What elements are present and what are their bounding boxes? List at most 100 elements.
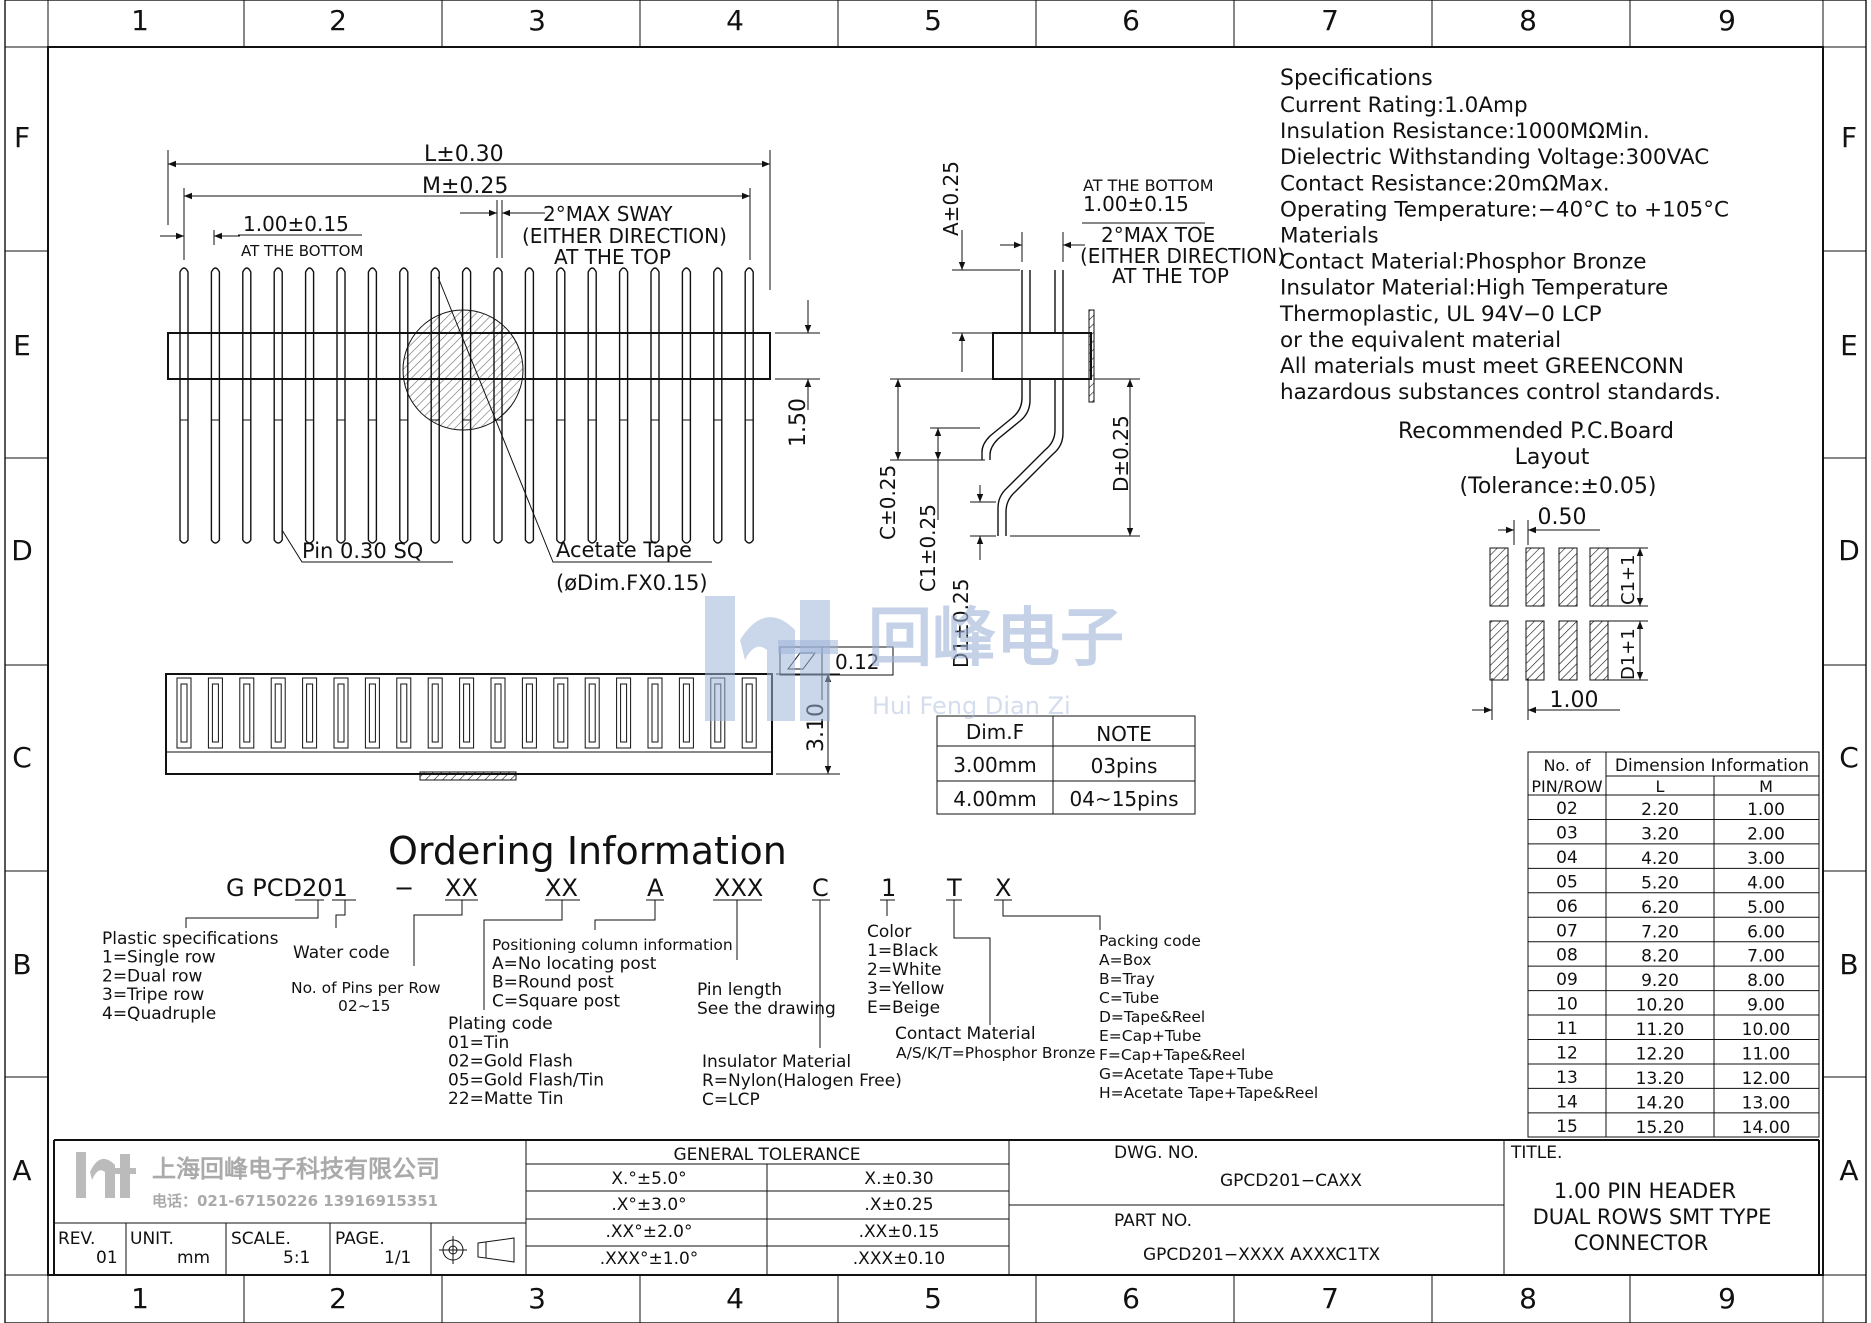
pcb-pad <box>1489 620 1509 681</box>
order-code-contact: T <box>946 874 962 902</box>
dimtab-l: 10.20 <box>1636 996 1685 1016</box>
zone-row-label: B <box>12 948 31 981</box>
zone-ticks <box>5 0 1866 1323</box>
page-label: PAGE. <box>335 1229 385 1249</box>
zone-col-label: 4 <box>726 1282 744 1315</box>
side-pitch-label: 1.00±0.15 <box>1083 192 1189 216</box>
dim-l-label: L±0.30 <box>424 142 504 167</box>
zone-row-label: D <box>1838 534 1860 567</box>
dimtab-pins: 08 <box>1556 946 1578 966</box>
toe-line-2: (EITHER DIRECTION) <box>1080 244 1285 268</box>
watermark-pinyin: Hui Feng Dian Zi <box>872 692 1071 720</box>
front-pins <box>179 267 754 544</box>
zone-col-label: 4 <box>726 4 744 37</box>
spec-line: Operating Temperature:−40°C to +105°C <box>1280 197 1729 222</box>
pcb-pad <box>1489 547 1509 607</box>
slot <box>553 677 569 749</box>
pcb-d1-label: D1+1 <box>1618 628 1639 680</box>
spec-heading: Specifications <box>1280 66 1433 91</box>
tolerance-title: GENERAL TOLERANCE <box>673 1145 860 1165</box>
pin <box>430 267 440 544</box>
order-pins-line: 02~15 <box>338 997 390 1015</box>
dimtab-l: 15.20 <box>1636 1118 1685 1138</box>
dimtab-pins: 11 <box>1556 1019 1578 1039</box>
watermark-cn: 回峰电子 <box>868 602 1124 676</box>
dimtab-m: 12.00 <box>1742 1069 1791 1089</box>
order-plastic-line: 1=Single row <box>102 948 216 968</box>
dim-m-label: M±0.25 <box>422 174 508 199</box>
zone-col-label: 1 <box>131 4 149 37</box>
dimf-cell: 03pins <box>1091 754 1158 778</box>
zone-col-label: 2 <box>329 1282 347 1315</box>
order-packing-line: A=Box <box>1099 951 1151 969</box>
dimtab-l: 3.20 <box>1641 824 1679 844</box>
order-color-line: E=Beige <box>867 998 940 1018</box>
order-length-line: Pin length <box>697 980 782 1000</box>
dimtab-pins: 10 <box>1556 995 1578 1015</box>
slot <box>207 677 223 749</box>
zone-row-label: A <box>1839 1154 1858 1187</box>
pin <box>304 267 315 544</box>
spec-line: Dielectric Withstanding Voltage:300VAC <box>1280 145 1709 170</box>
order-packing-line: G=Acetate Tape+Tube <box>1099 1065 1274 1083</box>
zone-row-label: F <box>14 121 30 154</box>
pin <box>493 267 503 544</box>
zone-row-label: E <box>1840 329 1858 362</box>
zone-col-label: 5 <box>924 4 942 37</box>
dimtab-m: 13.00 <box>1742 1093 1791 1113</box>
dimtab-pins: 04 <box>1556 848 1578 868</box>
dimtab-l: 13.20 <box>1636 1069 1685 1089</box>
dimtab-pins: 05 <box>1556 872 1578 892</box>
order-plastic-line: 4=Quadruple <box>102 1004 216 1024</box>
pcb-pad <box>1589 547 1609 607</box>
pin <box>587 267 597 544</box>
side-at-bottom: AT THE BOTTOM <box>1083 176 1214 195</box>
tolerance-angle: .X°±3.0° <box>611 1195 686 1215</box>
spec-line: Thermoplastic, UL 94V−0 LCP <box>1279 302 1602 327</box>
spec-line: Contact Resistance:20mΩMax. <box>1280 171 1610 196</box>
order-color-line: 3=Yellow <box>867 979 944 999</box>
specifications: Specifications Current Rating:1.0AmpInsu… <box>1279 66 1729 405</box>
order-plating-line: 01=Tin <box>448 1033 509 1053</box>
order-code-pins: XX <box>445 874 478 902</box>
zone-row-label: B <box>1839 948 1858 981</box>
dimtab-m: 1.00 <box>1747 800 1785 820</box>
dimf-header-2: NOTE <box>1096 722 1152 746</box>
dimtab-m: 5.00 <box>1747 898 1785 918</box>
order-code-insulator: C <box>812 874 829 902</box>
dimtab-l: 11.20 <box>1636 1020 1685 1040</box>
dimtab-m: 2.00 <box>1747 824 1785 844</box>
pin <box>399 267 409 544</box>
spec-line: Materials <box>1280 224 1379 249</box>
pcb-c1-label: C1+1 <box>1618 554 1639 605</box>
pin <box>650 267 660 544</box>
dim-a-label: A±0.25 <box>939 161 963 236</box>
dimtab-l: 12.20 <box>1636 1045 1685 1065</box>
zone-row-label: C <box>1839 741 1859 774</box>
spec-line: hazardous substances control standards. <box>1280 380 1721 405</box>
dimf-header-1: Dim.F <box>966 720 1024 744</box>
tape-dim: (øDim.FX0.15) <box>556 571 708 595</box>
spec-line: Current Rating:1.0Amp <box>1280 93 1528 118</box>
zone-col-label: 7 <box>1321 1282 1339 1315</box>
pcb-title-2: Layout <box>1515 445 1590 470</box>
slot <box>521 677 537 749</box>
pin <box>461 267 472 544</box>
zone-row-label: E <box>13 329 31 362</box>
order-color-line: 2=White <box>867 960 942 980</box>
pcb-row-label: 1.00 <box>1550 688 1599 713</box>
dimtab-pins: 13 <box>1556 1068 1578 1088</box>
tolerance-linear: X.±0.30 <box>864 1169 933 1189</box>
order-water: Water code <box>293 943 390 963</box>
dimension-table: No. of PIN/ROW Dimension Information L M… <box>1527 751 1820 1138</box>
order-plastic-line: 3=Tripe row <box>102 985 204 1005</box>
tolerance-linear: .XXX±0.10 <box>853 1249 945 1269</box>
page-value: 1/1 <box>384 1248 411 1268</box>
order-plastic-line: Plastic specifications <box>102 929 279 949</box>
zone-row-label: C <box>12 741 32 774</box>
order-packing-line: E=Cap+Tube <box>1099 1027 1201 1045</box>
unit-value: mm <box>177 1248 210 1268</box>
slot <box>302 677 318 749</box>
part-label: PART NO. <box>1114 1211 1192 1231</box>
zone-col-label: 1 <box>131 1282 149 1315</box>
